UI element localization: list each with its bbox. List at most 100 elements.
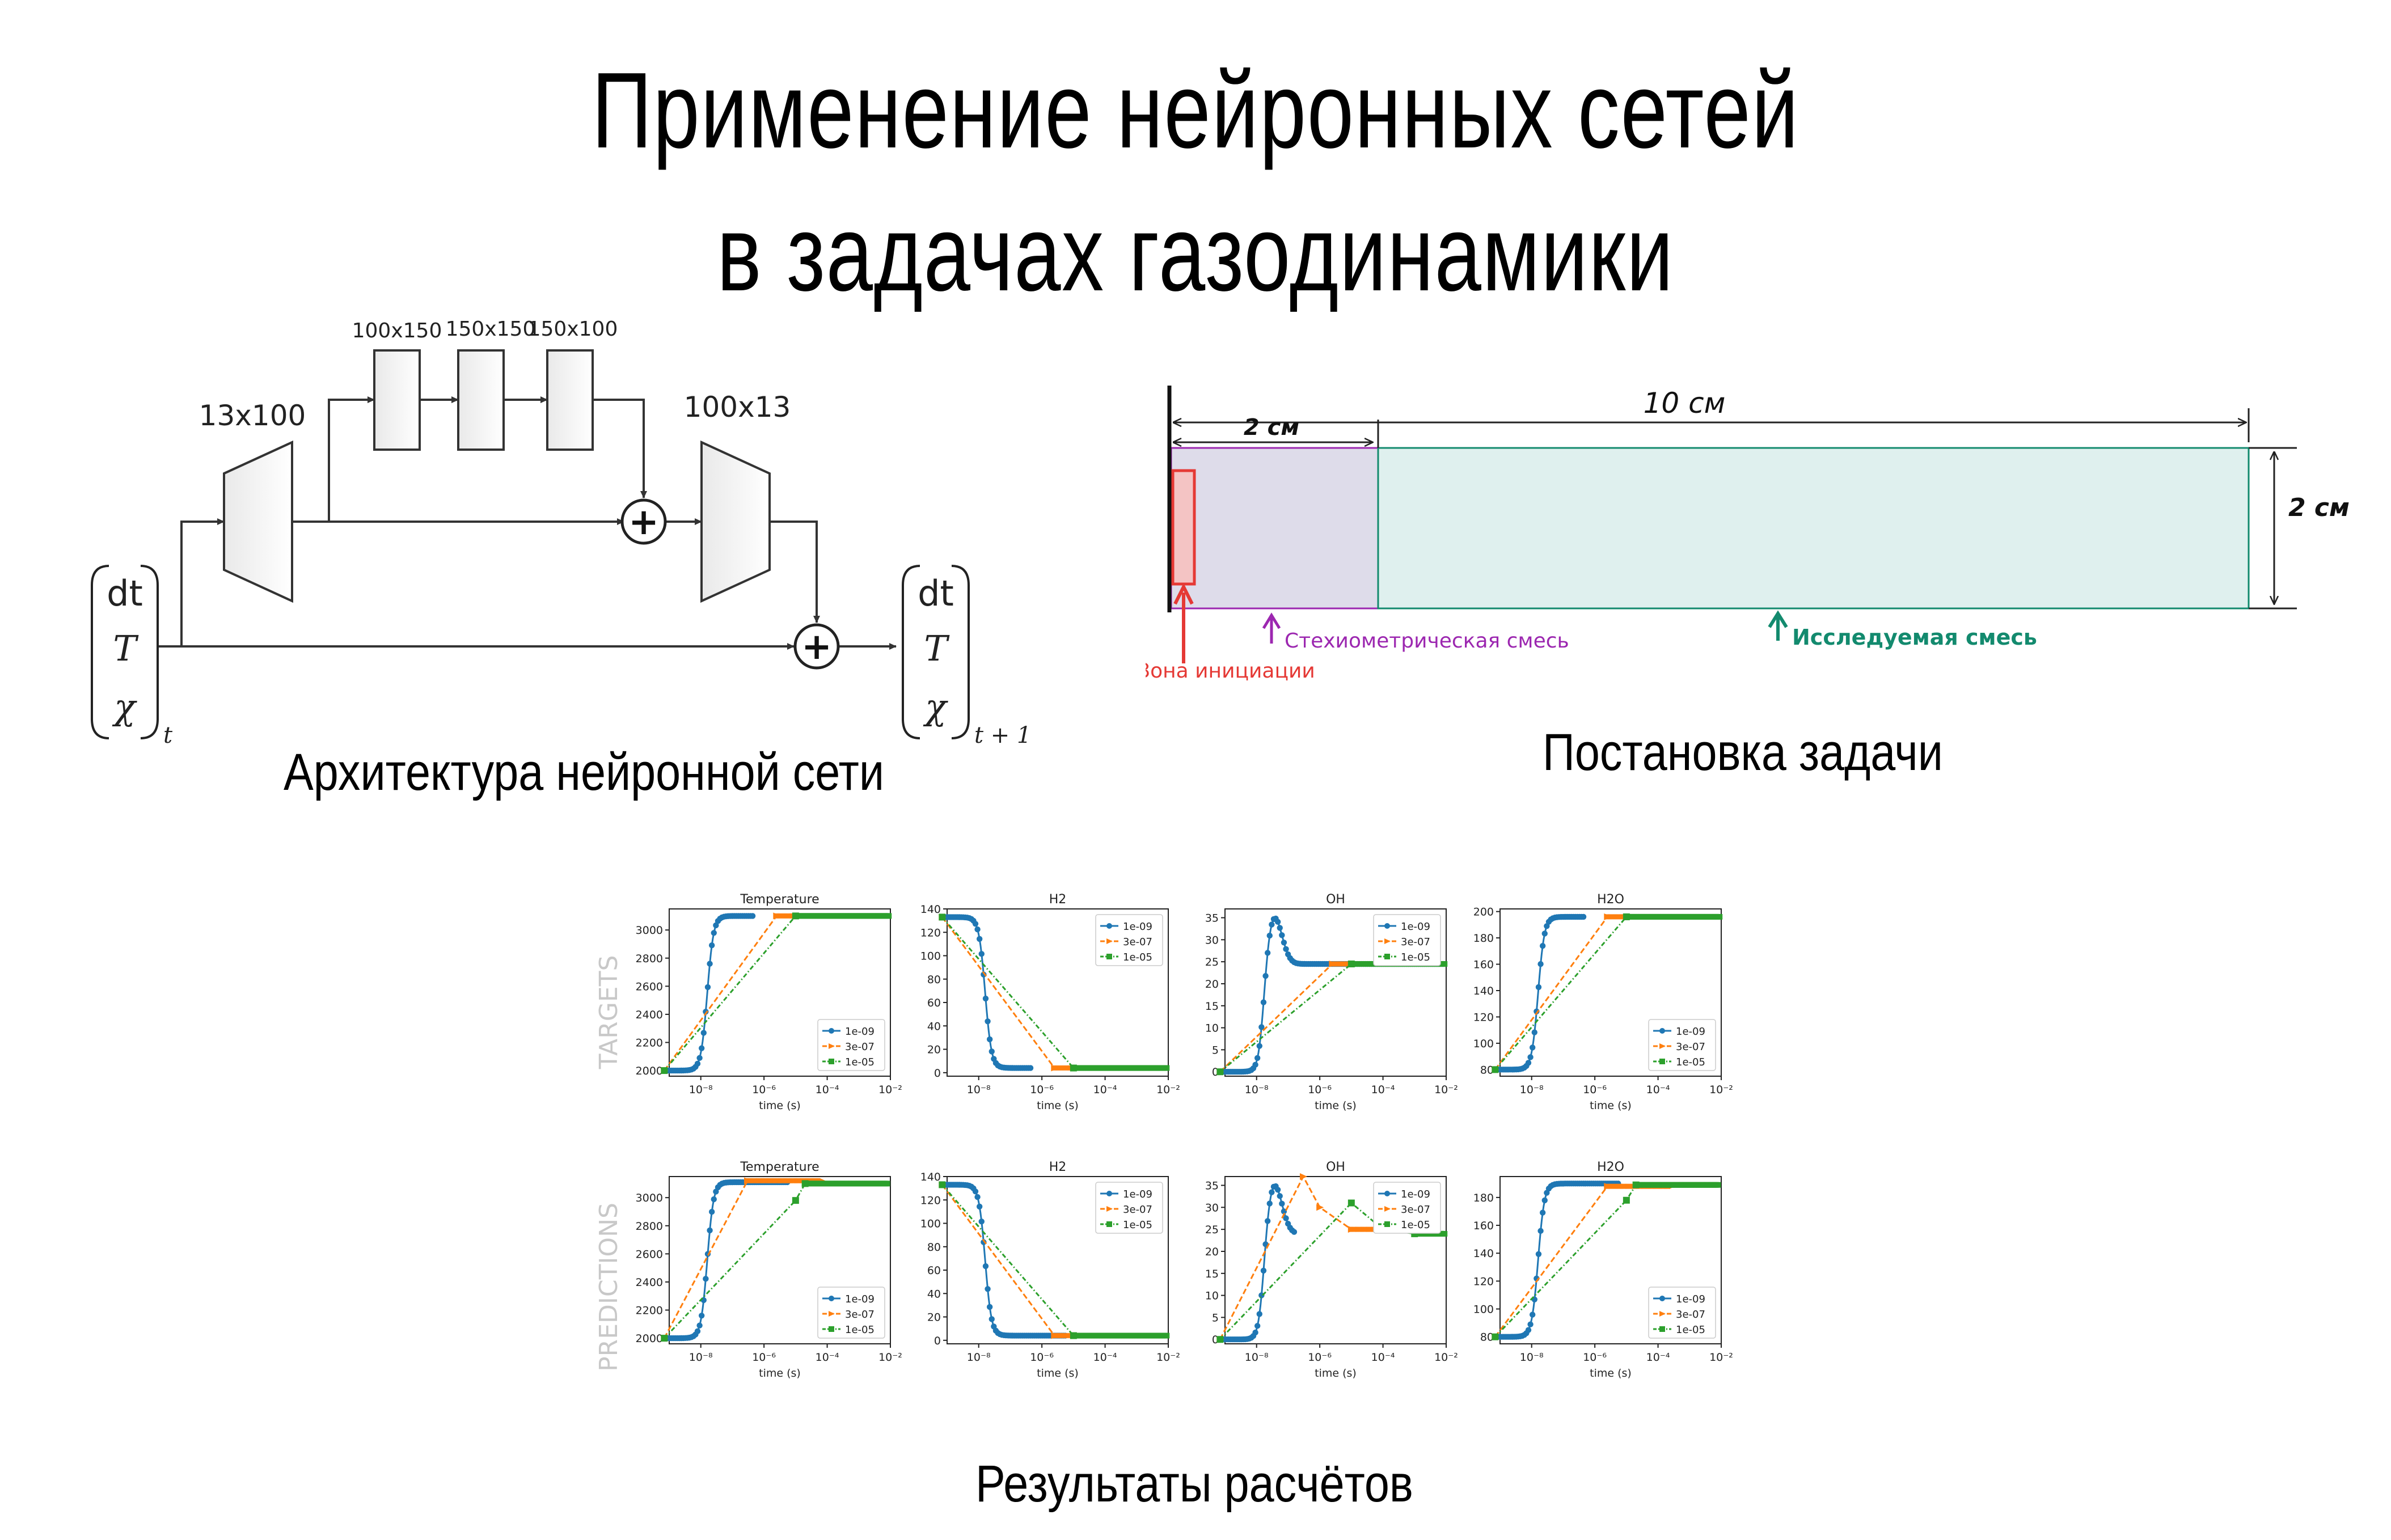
input-subscript: t — [163, 722, 173, 748]
chart-title: Temperature — [740, 892, 819, 907]
y-tick-label: 0 — [934, 1335, 941, 1347]
series-1e-09-point — [707, 1227, 713, 1234]
chart-title: OH — [1326, 1160, 1345, 1174]
legend-marker — [829, 1311, 835, 1317]
legend-marker — [829, 1043, 835, 1049]
y-tick-label: 10 — [1205, 1022, 1219, 1035]
legend-label: 1e-09 — [1123, 921, 1152, 933]
series-3e-07-point — [773, 912, 781, 920]
series-1e-09-point — [1291, 1229, 1298, 1235]
architecture-diagram: 13x100 100x150 150x150 150x100 100x13 + … — [91, 318, 1031, 748]
chart-title: H2 — [1049, 1160, 1067, 1174]
x-tick-label: 10⁻⁸ — [967, 1351, 991, 1364]
output-T: T — [924, 628, 950, 669]
series-1e-09-point — [1266, 932, 1273, 939]
legend-label: 3e-07 — [1676, 1309, 1705, 1321]
series-1e-09-point — [1256, 1043, 1262, 1049]
legend-label: 3e-07 — [845, 1309, 875, 1321]
legend-marker — [1384, 938, 1391, 944]
x-tick-label: 10⁻⁶ — [1030, 1084, 1054, 1096]
y-tick-label: 180 — [1473, 1192, 1494, 1204]
series-1e-09-point — [696, 1055, 703, 1061]
legend-marker — [1384, 923, 1390, 929]
series-3e-07-point — [744, 1177, 752, 1184]
y-tick-label: 3000 — [636, 1192, 663, 1204]
series-1e-05-point — [939, 913, 946, 921]
legend-box — [1095, 914, 1163, 966]
sum-symbol-1: + — [628, 501, 659, 543]
series-1e-05-point — [1070, 1064, 1077, 1072]
series-1e-09-point — [985, 1286, 991, 1292]
series-1e-09-point — [696, 1322, 703, 1329]
series-3e-07-point — [1604, 913, 1612, 920]
initiation-zone — [1171, 469, 1196, 586]
series-3e-07-point — [1604, 1183, 1612, 1190]
legend-marker — [1384, 1191, 1390, 1196]
y-tick-label: 3000 — [636, 924, 663, 937]
y-tick-label: 2800 — [636, 953, 663, 965]
series-1e-09-point — [1525, 1327, 1532, 1333]
series-1e-09-point — [708, 942, 715, 949]
series-1e-09-point — [1535, 984, 1542, 991]
series-1e-09-point — [982, 1263, 989, 1270]
series-1e-05-point — [1623, 1196, 1630, 1204]
y-tick-label: 140 — [920, 903, 941, 916]
series-1e-09-point — [985, 1018, 991, 1025]
series-1e-09-point — [1266, 1200, 1273, 1207]
series-1e-09-point — [1283, 1215, 1289, 1221]
series-1e-09-point — [1264, 950, 1271, 956]
series-1e-05-point — [1442, 1230, 1448, 1237]
series-1e-05-point — [1632, 1181, 1640, 1188]
encoder-label: 13x100 — [199, 399, 306, 432]
legend-marker — [829, 1296, 834, 1301]
series-1e-09-point — [1264, 1218, 1271, 1224]
initiation-zone-label: Зона инициации — [1146, 659, 1315, 683]
series-1e-09-point — [986, 1304, 993, 1310]
x-tick-label: 10⁻⁴ — [1646, 1351, 1670, 1364]
x-tick-label: 10⁻² — [878, 1084, 902, 1096]
series-1e-09-point — [1541, 930, 1548, 937]
x-tick-label: 10⁻⁸ — [1520, 1351, 1544, 1364]
legend-label: 3e-07 — [845, 1041, 875, 1053]
series-1e-09-point — [1279, 932, 1285, 938]
legend-label: 1e-05 — [845, 1324, 875, 1336]
input-chi: χ — [112, 686, 137, 727]
y-tick-label: 200 — [1473, 906, 1494, 919]
series-1e-09-point — [978, 951, 985, 957]
legend-marker — [1106, 1221, 1112, 1227]
encoder-block — [223, 440, 293, 603]
sum-node-1 — [620, 498, 667, 545]
series-1e-09-point — [1531, 1029, 1537, 1035]
legend-marker — [1384, 1221, 1390, 1227]
y-tick-label: 2000 — [636, 1065, 663, 1077]
series-1e-09-point — [1529, 1044, 1536, 1051]
x-tick-label: 10⁻² — [1434, 1084, 1458, 1096]
series-1e-09-point — [1269, 1189, 1275, 1195]
x-tick-label: 10⁻² — [1709, 1351, 1733, 1364]
legend-label: 1e-09 — [1123, 1188, 1152, 1200]
series-1e-09-point — [1529, 1311, 1536, 1318]
y-tick-label: 2600 — [636, 980, 663, 993]
setup-caption: Постановка задачи — [1543, 724, 1943, 781]
sum-node-2 — [793, 623, 840, 670]
series-1e-09-point — [711, 1196, 717, 1203]
chart-title: H2O — [1597, 892, 1624, 907]
block-label-2: 150x150 — [446, 318, 536, 341]
x-tick-label: 10⁻⁴ — [816, 1084, 839, 1096]
series-1e-09-point — [1525, 1060, 1532, 1066]
y-tick-label: 20 — [1205, 978, 1219, 991]
series-1e-05-point — [1623, 913, 1630, 920]
y-tick-label: 40 — [927, 1288, 941, 1300]
x-tick-label: 10⁻⁴ — [1646, 1084, 1670, 1096]
series-1e-09-point — [1539, 1209, 1546, 1216]
series-1e-09-point — [988, 1048, 995, 1055]
series-1e-09-point — [976, 1203, 983, 1210]
series-1e-09-point — [1281, 940, 1287, 946]
x-axis-label: time (s) — [1315, 1367, 1357, 1380]
decoder-label: 100x13 — [684, 391, 791, 424]
sum-symbol-2: + — [801, 626, 832, 668]
